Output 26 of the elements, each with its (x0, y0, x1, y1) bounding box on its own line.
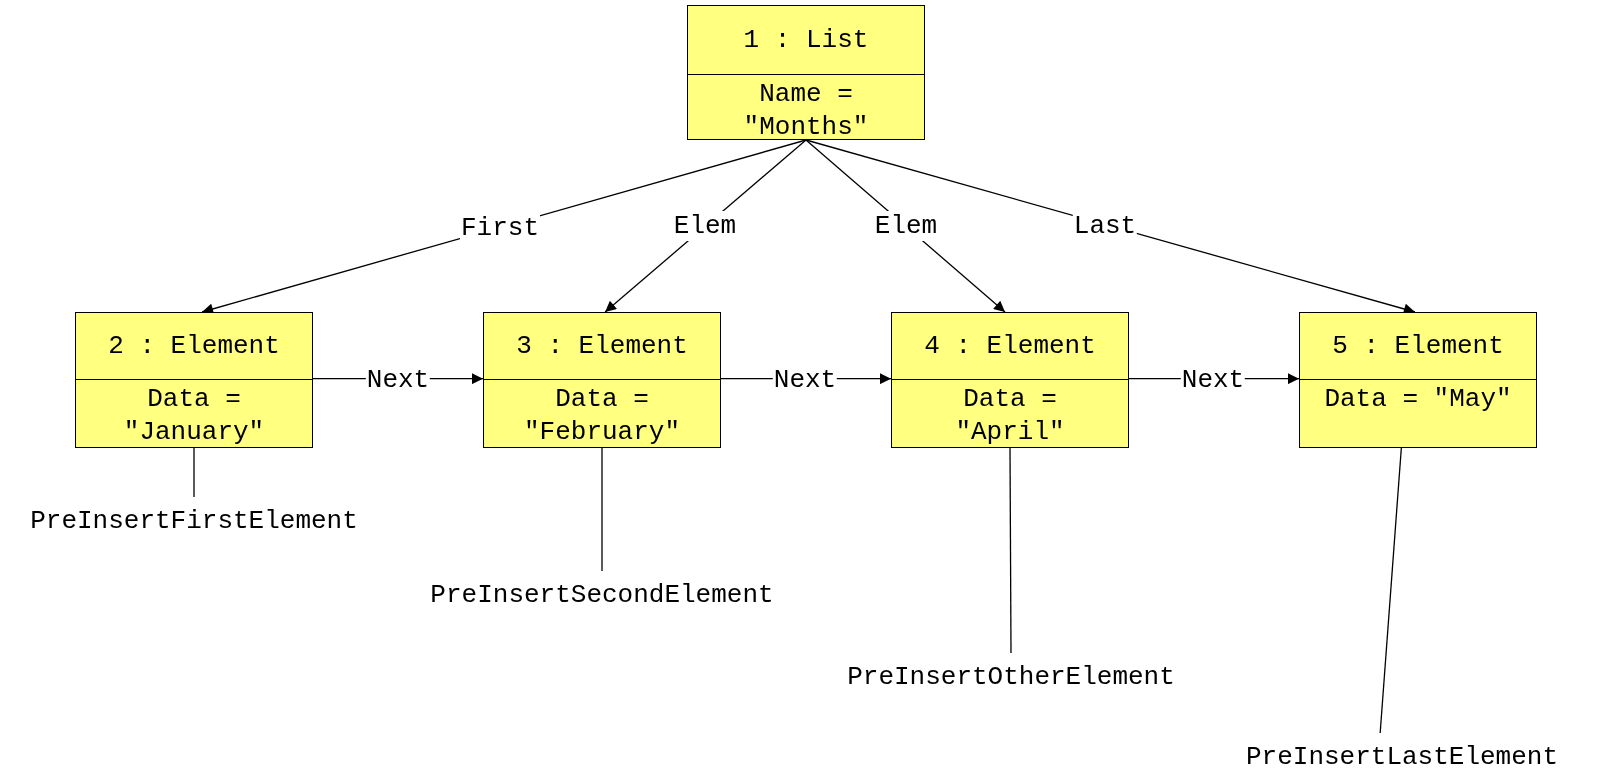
leader-line (1009, 447, 1012, 654)
label-text: PreInsertSecondElement (430, 571, 774, 611)
class-title: 4 : Element (924, 331, 1096, 361)
label-text: PreInsertLastElement (1245, 733, 1559, 773)
leader-line (601, 447, 603, 572)
label-text: PreInsertFirstElement (30, 497, 358, 537)
edge-label: First (460, 213, 540, 243)
attribute-text: Data = "April" (954, 383, 1066, 449)
class-box (75, 312, 313, 448)
class-box (687, 5, 925, 140)
leader-line (193, 447, 195, 498)
leader-line (1379, 447, 1402, 734)
label-text: PreInsertOtherElement (847, 653, 1175, 693)
attribute-text: Data = "May" (1323, 383, 1513, 416)
class-title: 3 : Element (516, 331, 688, 361)
attribute-text: Name = "Months" (742, 78, 870, 144)
attribute-text: Data = "January" (122, 383, 266, 449)
class-title: 5 : Element (1332, 331, 1504, 361)
edge-label: Elem (672, 211, 738, 241)
class-box (891, 312, 1129, 448)
class-box (483, 312, 721, 448)
attribute-text: Data = "February" (523, 383, 681, 449)
edge-label: Elem (873, 211, 939, 241)
class-box (1299, 312, 1537, 448)
class-title: 2 : Element (108, 331, 280, 361)
class-title: 1 : List (743, 25, 869, 55)
